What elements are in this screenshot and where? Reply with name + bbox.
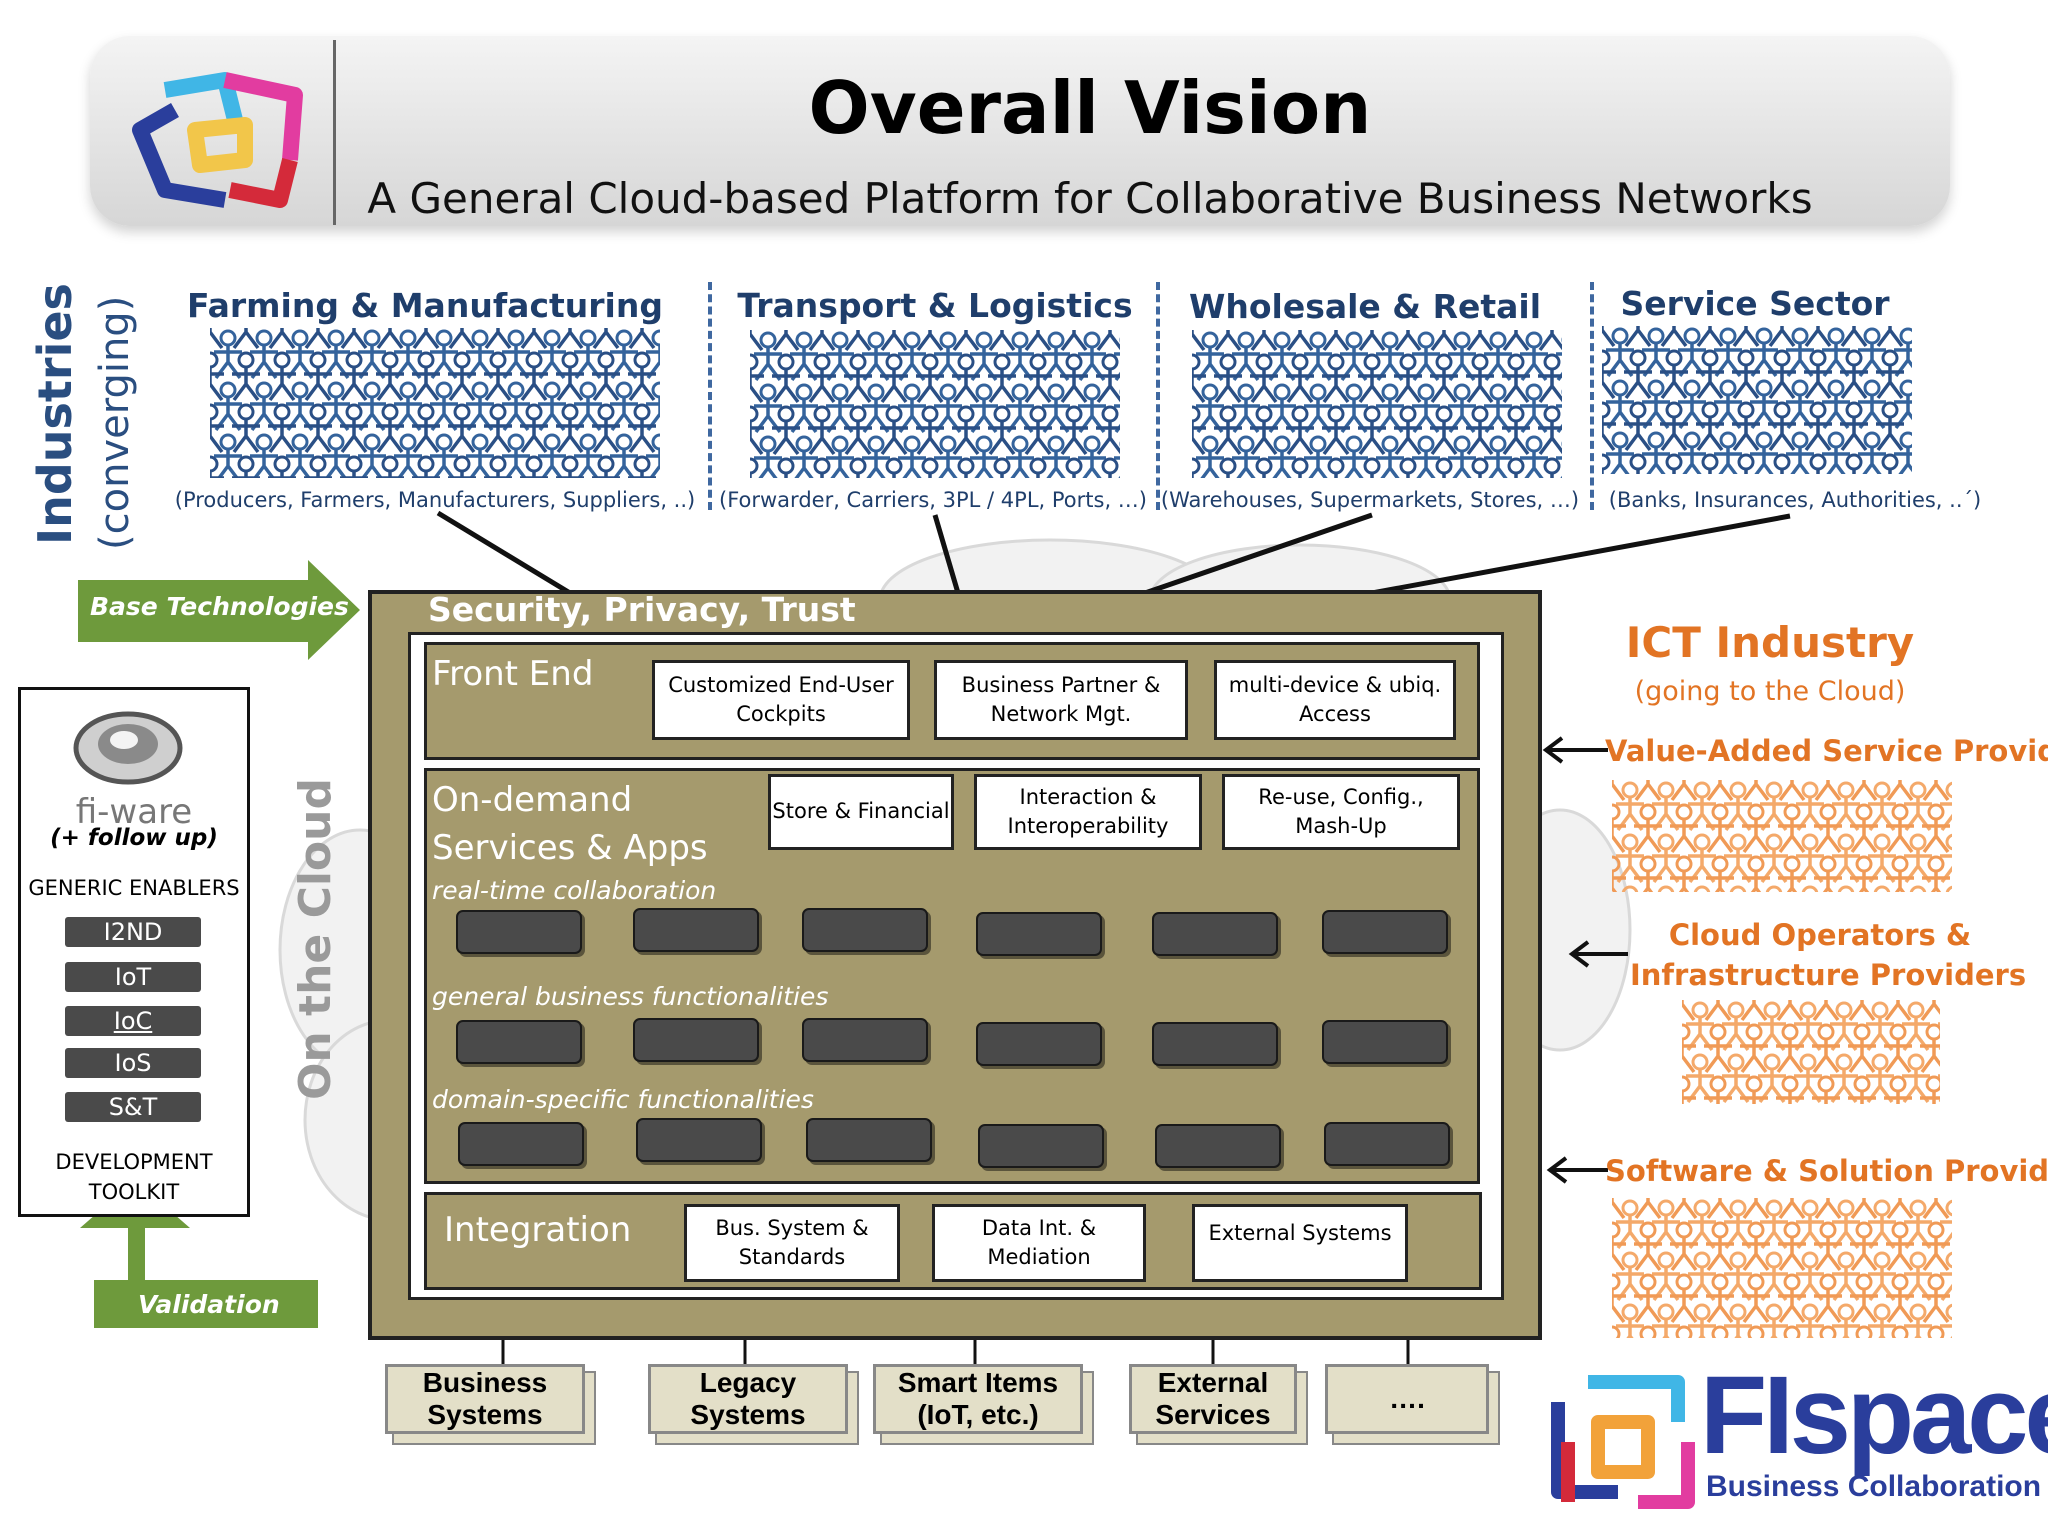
- people-crowd-icon: [210, 328, 660, 478]
- fispace-brand-icon: [1551, 1375, 1695, 1509]
- app-slot: [1322, 1020, 1448, 1064]
- enabler-ios: IoS: [65, 1048, 201, 1078]
- app-slot: [1152, 1022, 1278, 1066]
- industry-subtitle-wholesale: (Warehouses, Supermarkets, Stores, …): [1160, 488, 1580, 512]
- industry-separator: [1156, 282, 1160, 510]
- crowd-farming-icon: [210, 328, 660, 478]
- enabler-ioc: IoC: [65, 1006, 201, 1036]
- system-box: Smart Items (IoT, etc.): [873, 1364, 1083, 1434]
- row-label-general: general business functionalities: [432, 982, 829, 1011]
- dev-toolkit-label: DEVELOPMENT: [55, 1150, 213, 1174]
- app-slot: [1322, 910, 1448, 954]
- system-box: Legacy Systems: [648, 1364, 848, 1434]
- crowd-value-added-icon: [1612, 780, 1952, 892]
- app-slot: [802, 908, 928, 952]
- fispace-logo-icon: [132, 72, 303, 208]
- people-crowd-icon: [1612, 780, 1952, 892]
- fiware-logo-icon: [73, 711, 183, 785]
- page-title: Overall Vision: [808, 66, 1372, 150]
- fiware-logo-text: fi-ware: [75, 792, 193, 832]
- provider-label: Infrastructure Providers: [1630, 958, 2027, 992]
- ict-subtitle: (going to the Cloud): [1634, 676, 1906, 707]
- front-end-box: Business Partner & Network Mgt.: [934, 660, 1188, 740]
- follow-up-label: (+ follow up): [50, 825, 218, 851]
- app-slot: [458, 1122, 584, 1166]
- industry-title-transport: Transport & Logistics: [737, 286, 1133, 325]
- header-divider: [333, 40, 336, 225]
- provider-label: Software & Solution Providers: [1605, 1154, 2048, 1188]
- integration-label: Integration: [444, 1210, 632, 1250]
- app-slot: [1152, 912, 1278, 956]
- industry-separator: [1590, 282, 1594, 510]
- app-slot: [633, 1018, 759, 1062]
- app-slot: [978, 1124, 1104, 1168]
- app-slot: [456, 1020, 582, 1064]
- system-box: External Services: [1129, 1364, 1297, 1434]
- header-bar: [90, 36, 1950, 226]
- dev-toolkit-label: TOOLKIT: [88, 1180, 180, 1204]
- integration-box: External Systems: [1192, 1204, 1408, 1282]
- row-label-domain: domain-specific functionalities: [432, 1085, 814, 1114]
- people-crowd-icon: [1602, 326, 1912, 474]
- provider-label: Cloud Operators &: [1668, 918, 1972, 952]
- industry-title-service: Service Sector: [1620, 284, 1890, 323]
- industry-subtitle-transport: (Forwarder, Carriers, 3PL / 4PL, Ports, …: [719, 488, 1147, 512]
- page-subtitle: A General Cloud-based Platform for Colla…: [367, 174, 1813, 223]
- system-box: ….: [1325, 1364, 1489, 1434]
- people-crowd-icon: [1682, 1000, 1940, 1104]
- on-demand-box: Interaction & Interoperability: [974, 774, 1202, 850]
- app-slot: [456, 910, 582, 954]
- integration-box: Bus. System & Standards: [684, 1204, 900, 1282]
- system-box: Business Systems: [385, 1364, 585, 1434]
- enabler-st: S&T: [65, 1092, 201, 1122]
- brand-name: FIspace: [1700, 1354, 2048, 1477]
- app-slot: [636, 1118, 762, 1162]
- industry-subtitle-service: (Banks, Insurances, Authorities, ..´): [1608, 488, 1982, 512]
- row-label-realtime: real-time collaboration: [432, 876, 717, 905]
- enabler-iot: IoT: [65, 962, 201, 992]
- generic-enablers-label: GENERIC ENABLERS: [28, 876, 240, 900]
- app-slot: [633, 908, 759, 952]
- ict-title: ICT Industry: [1625, 618, 1915, 667]
- security-label: Security, Privacy, Trust: [428, 590, 856, 629]
- crowd-software-icon: [1612, 1198, 1952, 1338]
- base-technologies-label: Base Technologies: [90, 592, 349, 621]
- validation-label: Validation: [138, 1290, 280, 1319]
- front-end-box: multi-device & ubiq. Access: [1214, 660, 1456, 740]
- people-crowd-icon: [1192, 330, 1562, 478]
- app-slot: [976, 1022, 1102, 1066]
- app-slot: [1155, 1124, 1281, 1168]
- front-end-label: Front End: [432, 654, 594, 694]
- enabler-i2nd: I2ND: [65, 917, 201, 947]
- brand-tagline: Business Collaboration: [1706, 1470, 2042, 1503]
- app-slot: [976, 912, 1102, 956]
- on-demand-box: Re-use, Config., Mash-Up: [1222, 774, 1460, 850]
- on-demand-label: On-demand: [432, 780, 633, 820]
- integration-box: Data Int. & Mediation: [932, 1204, 1146, 1282]
- crowd-transport-icon: [750, 330, 1120, 478]
- crowd-service-icon: [1602, 326, 1912, 474]
- app-slot: [802, 1018, 928, 1062]
- industry-title-farming: Farming & Manufacturing: [187, 286, 663, 325]
- industry-subtitle-farming: (Producers, Farmers, Manufacturers, Supp…: [174, 488, 696, 512]
- industry-title-wholesale: Wholesale & Retail: [1188, 287, 1542, 326]
- people-crowd-icon: [1612, 1198, 1952, 1338]
- people-crowd-icon: [750, 330, 1120, 478]
- crowd-cloud-operators-icon: [1682, 1000, 1940, 1104]
- provider-label: Value-Added Service Providers: [1605, 734, 2048, 768]
- app-slot: [806, 1118, 932, 1162]
- industry-separator: [708, 282, 712, 510]
- on-demand-label: Services & Apps: [432, 828, 708, 868]
- on-the-cloud-label: On the Cloud: [290, 778, 341, 1100]
- app-slot: [1324, 1122, 1450, 1166]
- front-end-box: Customized End-User Cockpits: [652, 660, 910, 740]
- crowd-wholesale-icon: [1192, 330, 1562, 478]
- on-demand-box: Store & Financial: [768, 774, 954, 850]
